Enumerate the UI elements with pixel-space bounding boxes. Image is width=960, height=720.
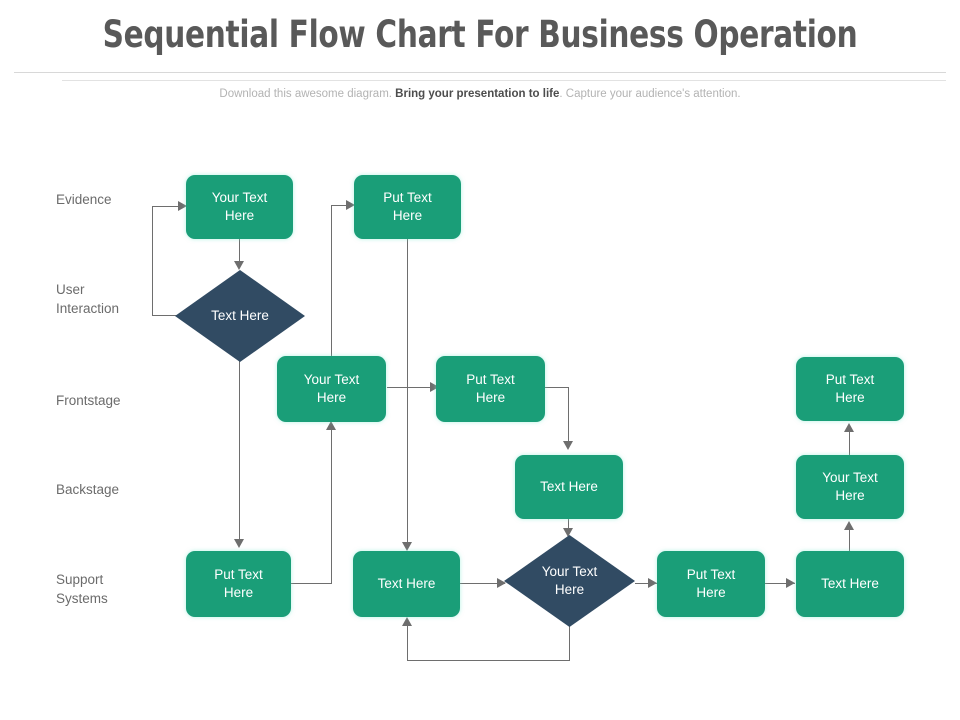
page-title: Sequential Flow Chart For Business Opera… xyxy=(102,13,858,56)
diamond-shape xyxy=(504,535,635,627)
node-support-text-here-left[interactable]: Text Here xyxy=(353,551,460,617)
node-support-put-text-here-right[interactable]: Put Text Here xyxy=(657,551,765,617)
arrowhead-n4-n5 xyxy=(430,382,439,392)
lane-label-user-interaction: User Interaction xyxy=(56,282,120,316)
connector-n7-n11 xyxy=(568,519,570,533)
connector-n4-n5 xyxy=(387,387,433,389)
connector-n4-n2-seg-h xyxy=(331,205,351,207)
node-frontstage-your-text-here[interactable]: Your Text Here xyxy=(277,356,386,422)
connector-n5-n7-seg-h xyxy=(545,387,569,389)
subtitle-bold: Bring your presentation to life xyxy=(395,88,560,100)
arrowhead-n11-n10 xyxy=(402,617,412,626)
arrowhead-n8-n6 xyxy=(844,423,854,432)
lane-label-evidence: Evidence xyxy=(56,192,112,207)
node-backstage-your-text-here[interactable]: Your Text Here xyxy=(796,455,904,519)
connector-n3-n9 xyxy=(239,360,241,540)
arrowhead-n3-n1 xyxy=(178,201,187,211)
node-label: Put Text Here xyxy=(686,567,736,600)
node-label: Text Here xyxy=(377,576,436,591)
node-label: Text Here xyxy=(821,576,879,591)
subtitle-lead: Download this awesome diagram. xyxy=(219,88,396,100)
connector-n8-n6 xyxy=(849,430,851,456)
arrowhead-n5-n7 xyxy=(563,441,573,450)
node-evidence-put-text-here[interactable]: Put Text Here xyxy=(354,175,461,239)
node-label: Put Text Here xyxy=(466,372,515,405)
node-evidence-your-text-here[interactable]: Your Text Here xyxy=(186,175,293,239)
connector-n9-n4-seg-h xyxy=(290,583,332,585)
arrowhead-n12-n13 xyxy=(786,578,795,588)
arrowhead-n4-n2 xyxy=(346,200,355,210)
node-support-text-here-right[interactable]: Text Here xyxy=(796,551,904,617)
node-support-your-text-here-diamond[interactable]: Your Text Here xyxy=(504,535,635,627)
connector-n9-n4-seg-v xyxy=(331,430,333,584)
connector-n11-n10-seg-v1 xyxy=(569,625,571,661)
connector-n3-n1-seg-v xyxy=(152,206,154,316)
connector-n3-n1-seg-h2 xyxy=(152,206,182,208)
node-user-interaction-text-here[interactable]: Text Here xyxy=(175,270,305,362)
subtitle: Download this awesome diagram. Bring you… xyxy=(0,88,960,100)
arrowhead-n3-n9 xyxy=(234,539,244,548)
arrowhead-n1-n3 xyxy=(234,261,244,270)
slide-header: Sequential Flow Chart For Business Opera… xyxy=(0,0,960,112)
header-divider-top xyxy=(14,72,946,73)
node-frontstage-put-text-here[interactable]: Put Text Here xyxy=(436,356,545,422)
lane-label-support-systems: Support Systems xyxy=(56,572,108,606)
connector-n11-n12 xyxy=(635,583,657,585)
connector-n2-n10 xyxy=(407,239,409,544)
connector-n11-n10-seg-v2 xyxy=(407,626,409,661)
node-frontstage-put-text-here-right[interactable]: Put Text Here xyxy=(796,357,904,421)
node-label: Your Text Here xyxy=(303,372,360,405)
subtitle-tail: . Capture your audience's attention. xyxy=(559,88,741,100)
connector-n12-n13 xyxy=(765,583,795,585)
connector-n10-n11 xyxy=(460,583,505,585)
lane-label-backstage: Backstage xyxy=(56,482,120,497)
node-label: Text Here xyxy=(540,479,598,494)
connector-n11-n10-seg-h xyxy=(407,660,570,662)
lane-label-frontstage: Frontstage xyxy=(56,393,121,408)
node-label: Put Text Here xyxy=(825,372,875,405)
diamond-shape xyxy=(175,270,305,362)
connector-n1-n3 xyxy=(239,239,241,263)
arrowhead-n7-n11 xyxy=(563,528,573,537)
connector-n3-n1-seg-h1 xyxy=(152,315,180,317)
node-support-put-text-here-left[interactable]: Put Text Here xyxy=(186,551,291,617)
arrowhead-n10-n11 xyxy=(497,578,506,588)
header-divider-bottom xyxy=(62,80,946,81)
node-label: Put Text Here xyxy=(383,190,432,223)
arrowhead-n13-n8 xyxy=(844,521,854,530)
node-label: Your Text Here xyxy=(822,470,878,503)
connector-n5-n7-seg-v xyxy=(568,387,570,442)
arrowhead-n11-n12 xyxy=(648,578,657,588)
arrowhead-n2-n10 xyxy=(402,542,412,551)
node-label: Your Text Here xyxy=(211,190,268,223)
node-label: Put Text Here xyxy=(214,567,263,600)
node-backstage-text-here[interactable]: Text Here xyxy=(515,455,623,519)
connector-n13-n8 xyxy=(849,528,851,552)
arrowhead-n9-n4 xyxy=(326,421,336,430)
connector-n4-n2-seg-v xyxy=(331,205,333,360)
